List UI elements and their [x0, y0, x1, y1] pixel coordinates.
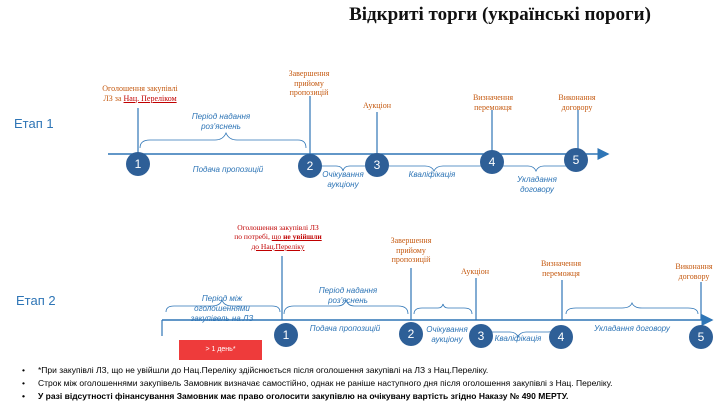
- stage2-brace-between: [165, 298, 281, 313]
- stage2-milestone-5: 5: [689, 325, 713, 349]
- stage1-period-contract-sign: Укладання договору: [506, 175, 568, 195]
- stage2-event-winner-line1: Визначення: [540, 259, 582, 268]
- min-gap-box: > 1 день*: [179, 340, 262, 360]
- stage1-label: Етап 1: [14, 116, 54, 131]
- stage1-event-announce-line1: Оголошення закупівлі: [102, 84, 178, 93]
- stage1-period-clarifications-line1: Період надання: [191, 112, 251, 121]
- stage1-event-proposals-end-line1: Завершення: [288, 69, 330, 78]
- stage2-period-between-line1: Період між: [201, 294, 243, 303]
- stage2-milestone-2: 2: [399, 322, 423, 346]
- stage1-milestone-2: 2: [298, 154, 322, 178]
- stage2-period-auction-wait: Очікування аукціону: [416, 325, 478, 345]
- stage1-event-proposals-end-line2: прийому: [294, 78, 324, 88]
- stage2-milestone-1: 1: [274, 323, 298, 347]
- stage1-event-proposals-end-line3: пропозицій: [289, 88, 329, 98]
- stage2-event-contract-exec-line1: Виконання: [675, 262, 713, 271]
- stage1-event-announce-line2b: Нац. Переліком: [123, 93, 177, 103]
- stage1-event-announce-line2: ЛЗ за Нац. Переліком: [88, 94, 192, 104]
- stage2-event-auction: Аукціон: [460, 267, 490, 276]
- stage1-event-contract-exec-line1: Виконання: [558, 93, 596, 102]
- stage2-event-announce-line1: Оголошення закупівлі ЛЗ: [237, 223, 319, 232]
- stage2-period-clarifications-line2: роз'яснень: [328, 296, 368, 305]
- footnote-2: • Строк між оголошеннями закупівель Замо…: [22, 378, 712, 388]
- stage2-event-winner: Визначення переможця: [530, 259, 592, 278]
- stage1-milestone-5: 5: [564, 148, 588, 172]
- footnotes: • *При закупівлі ЛЗ, що не увійшли до На…: [22, 365, 712, 404]
- stage2-event-proposals-end-line3: пропозицій: [391, 255, 431, 265]
- footnote-3: • У разі відсутності фінансування Замовн…: [22, 391, 712, 401]
- stage2-event-proposals-end-line2: прийому: [396, 245, 426, 255]
- stage2-period-auction-wait-line1: Очікування: [426, 325, 468, 334]
- stage1-event-winner-line2: переможця: [474, 102, 512, 112]
- stage1-period-auction-wait: Очікування аукціону: [312, 170, 374, 190]
- stage1-event-auction: Аукціон: [362, 101, 392, 110]
- stage2-event-contract-exec: Виконання договору: [668, 262, 720, 281]
- stage2-event-contract-exec-line2: договору: [678, 271, 710, 281]
- stage2-milestone-4: 4: [549, 325, 573, 349]
- stage1-event-announce-line2a: ЛЗ за: [103, 93, 124, 103]
- stage1-milestone-1: 1: [126, 152, 150, 176]
- stage2-event-announce-line3: до Нац.Переліку: [251, 241, 305, 251]
- stage2-milestone-3: 3: [469, 324, 493, 348]
- stage2-event-announce-line2: по потребі, що не увійшли: [222, 232, 334, 241]
- stage2-period-qualification: Кваліфікація: [494, 334, 542, 343]
- stage1-brace-clarifications: [139, 131, 307, 149]
- stage2-period-between: Період між оголошеннями закупівель на ЛЗ: [180, 294, 264, 324]
- stage1-brace-contract: [495, 159, 575, 173]
- stage2-period-auction-wait-line2: аукціону: [431, 335, 463, 344]
- stage2-period-clarifications: Період надання роз'яснень: [300, 286, 396, 306]
- stage1-period-clarifications-line2: роз'яснень: [201, 122, 241, 131]
- stage2-event-proposals-end-line1: Завершення: [390, 236, 432, 245]
- stage2-period-contract-sign: Укладання договору: [594, 324, 670, 333]
- stage1-event-winner-line1: Визначення: [472, 93, 514, 102]
- footnote-1: • *При закупівлі ЛЗ, що не увійшли до На…: [22, 365, 712, 375]
- stage2-event-announce-line2b: що: [271, 232, 284, 242]
- stage1-period-contract-sign-line1: Укладання: [517, 175, 557, 184]
- stage1-period-clarifications: Період надання роз'яснень: [176, 112, 266, 132]
- footnote-2-text: Строк між оголошеннями закупівель Замовн…: [38, 378, 613, 388]
- footnote-3-text: У разі відсутності фінансування Замовник…: [38, 391, 569, 401]
- stage2-period-submission: Подача пропозицій: [309, 324, 381, 333]
- stage1-event-announce: Оголошення закупівлі ЛЗ за Нац. Переліко…: [88, 84, 192, 103]
- stage1-event-winner: Визначення переможця: [462, 93, 524, 112]
- bullet-icon: •: [22, 391, 25, 401]
- stage2-brace-clarifications: [283, 298, 409, 315]
- stage2-brace-contract: [565, 301, 699, 315]
- stage1-period-qualification: Кваліфікація: [408, 170, 456, 179]
- stage2-event-announce: Оголошення закупівлі ЛЗ по потребі, що н…: [222, 223, 334, 251]
- stage2-brace-wait: [413, 303, 473, 315]
- stage2-period-clarifications-line1: Період надання: [318, 286, 378, 295]
- bullet-icon: •: [22, 378, 25, 388]
- stage2-event-announce-line2a: по потребі,: [234, 232, 272, 242]
- stage1-period-contract-sign-line2: договору: [520, 185, 554, 194]
- stage2-event-winner-line2: переможця: [542, 268, 580, 278]
- bullet-icon: •: [22, 365, 25, 375]
- stage1-period-auction-wait-line2: аукціону: [327, 180, 359, 189]
- stage2-label: Етап 2: [16, 293, 56, 308]
- stage1-event-contract-exec: Виконання договору: [546, 93, 608, 112]
- stage2-event-proposals-end: Завершення прийому пропозицій: [378, 236, 444, 265]
- stage1-milestone-4: 4: [480, 150, 504, 174]
- stage1-event-contract-exec-line2: договору: [561, 102, 593, 112]
- stage1-event-proposals-end: Завершення прийому пропозицій: [276, 69, 342, 98]
- stage2-period-between-line3: закупівель на ЛЗ: [190, 314, 254, 323]
- stage1-milestone-3: 3: [365, 153, 389, 177]
- stage2-event-announce-line2c: не увійшли: [283, 232, 322, 242]
- stage1-period-auction-wait-line1: Очікування: [322, 170, 364, 179]
- stage1-period-submission: Подача пропозицій: [192, 165, 264, 174]
- page-title: Відкриті торги (українські пороги): [349, 4, 651, 25]
- stage2-period-between-line2: оголошеннями: [194, 304, 250, 313]
- footnote-1-text: *При закупівлі ЛЗ, що не увійшли до Нац.…: [38, 365, 489, 375]
